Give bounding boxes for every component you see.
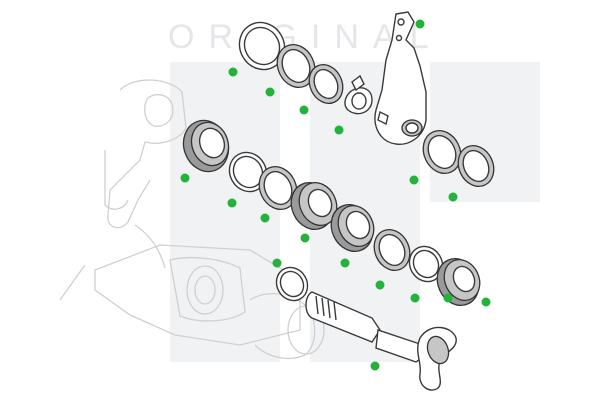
hotspot-bearing-end[interactable] [481,297,491,307]
hotspot-ring-mid-2[interactable] [260,213,270,223]
hotspot-ring-3[interactable] [299,105,309,115]
s-camshaft [305,291,457,391]
hotspot-ring-2[interactable] [265,87,275,97]
ring-low-2 [408,245,444,283]
brake-bracket-ghost [59,79,325,359]
washer-right-2 [457,145,495,187]
washer-right-1 [422,130,462,174]
hotspot-washer-right-1[interactable] [409,175,419,185]
hotspot-seal-mid[interactable] [340,258,350,268]
ring-3 [308,64,344,104]
clip-4 [344,74,373,115]
hotspot-bushing-mid[interactable] [300,233,310,243]
hotspot-snap-ring-1[interactable] [228,67,238,77]
hotspot-ring-low-2[interactable] [410,293,420,303]
seal-mid [330,204,375,252]
hotspot-bearing-right[interactable] [443,293,453,303]
ring-2 [276,44,316,88]
hotspot-housing[interactable] [272,258,282,268]
hotspot-s-camshaft[interactable] [370,361,380,371]
ring-mid-2 [258,166,298,210]
hotspot-bearing-left[interactable] [180,173,190,183]
snap-ring-mid [228,151,268,193]
bushing-mid [290,182,338,230]
hotspot-clip-4[interactable] [334,125,344,135]
hotspot-layer [180,19,491,371]
hotspot-washer-right-2[interactable] [448,192,458,202]
snap-ring-housing [275,266,309,302]
hotspot-snap-ring-mid[interactable] [227,198,237,208]
slack-adjuster [374,11,427,145]
snap-ring-1 [238,21,286,71]
ring-low-1 [373,229,411,271]
bearing-left [182,119,230,173]
hotspot-ring-low-1[interactable] [375,280,385,290]
hotspot-slack-adjuster[interactable] [415,19,425,29]
